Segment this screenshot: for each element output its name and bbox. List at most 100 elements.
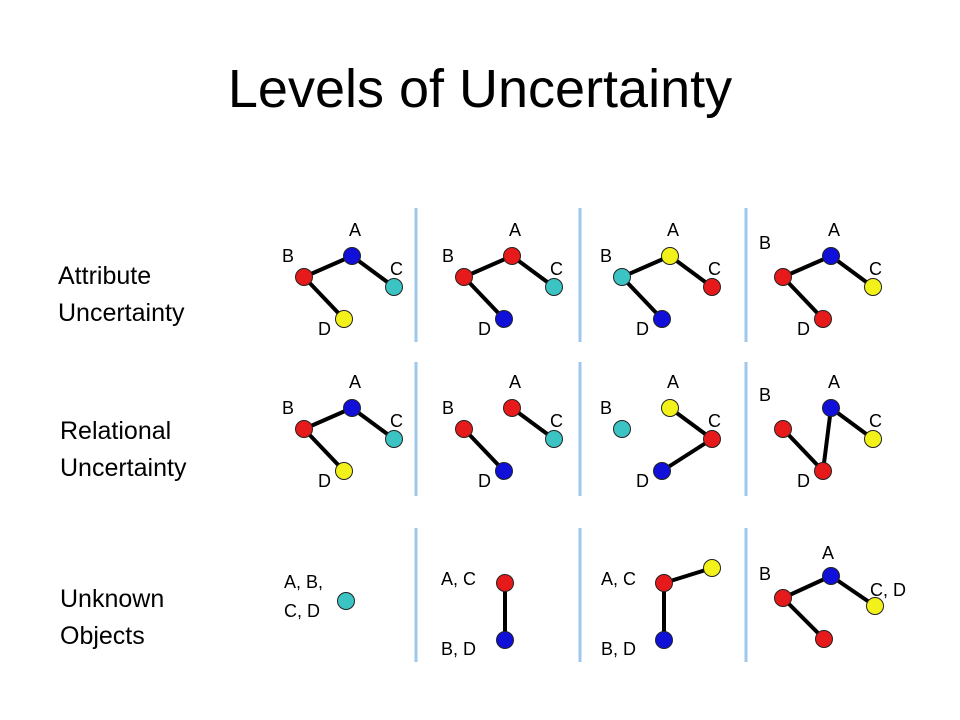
graph-node-a <box>822 247 840 265</box>
node-label-c: C <box>708 411 721 431</box>
node-label-b: B <box>759 564 771 584</box>
graph-node-b <box>774 420 792 438</box>
node-label-b: B <box>759 385 771 405</box>
graph-edge <box>462 275 506 321</box>
graph-node <box>655 631 673 649</box>
graph-node-c <box>864 278 882 296</box>
row-label-line1: Unknown <box>60 585 165 613</box>
graph-node-b <box>295 268 313 286</box>
node-label-b: B <box>600 246 612 266</box>
node-label-a: A <box>509 372 521 392</box>
graph-node <box>703 559 721 577</box>
graph-node-c <box>703 430 721 448</box>
node-label-a: A <box>349 220 361 240</box>
node-label: A, C <box>601 569 636 589</box>
row-label-line2: Uncertainty <box>58 299 185 327</box>
node-label-b: B <box>282 398 294 418</box>
graph-node-cd <box>866 597 884 615</box>
node-label-a: A <box>509 220 521 240</box>
graph-node-b <box>455 420 473 438</box>
node-label-d: D <box>797 319 810 339</box>
graph-node-b <box>613 268 631 286</box>
graph-node-d <box>335 310 353 328</box>
node-label-d: D <box>318 319 331 339</box>
graph-node-d <box>495 310 513 328</box>
row-label-line2: Objects <box>60 622 145 650</box>
graph-node <box>496 574 514 592</box>
node-label-a: A <box>349 372 361 392</box>
node-label-d: D <box>478 471 491 491</box>
row-label-line1: Relational <box>60 417 172 445</box>
node-label-a: A <box>667 220 679 240</box>
node-label-d: D <box>478 319 491 339</box>
graph-edge <box>781 596 826 641</box>
graph-edge <box>781 427 825 473</box>
node-label-c: C <box>550 259 563 279</box>
graph-node-a <box>343 399 361 417</box>
graph-node <box>337 592 355 610</box>
graph-node-d <box>495 462 513 480</box>
graph-node-d <box>335 462 353 480</box>
graph-node-a <box>822 399 840 417</box>
node-label: B, D <box>441 639 476 659</box>
graph-node-d <box>814 462 832 480</box>
graph-node-b <box>774 268 792 286</box>
graph-node-c <box>545 430 563 448</box>
node-label-c: C <box>390 259 403 279</box>
graph-node-b <box>295 420 313 438</box>
graph-node-d <box>814 310 832 328</box>
graph-node-a <box>503 399 521 417</box>
graph-node-a <box>822 567 840 585</box>
node-label-b: B <box>442 398 454 418</box>
graph-edge <box>660 437 714 473</box>
graph-node-c <box>703 278 721 296</box>
row-label-line2: Uncertainty <box>60 454 187 482</box>
graph-node-b <box>613 420 631 438</box>
graph-node-c <box>545 278 563 296</box>
graph-node <box>496 631 514 649</box>
graph-edge <box>821 407 833 472</box>
node-label-c: C <box>869 259 882 279</box>
node-label-cd: C, D <box>870 580 906 600</box>
node-label-c: C <box>390 411 403 431</box>
node-label-b: B <box>759 233 771 253</box>
graph-edge <box>302 275 346 321</box>
node-label-d: D <box>318 471 331 491</box>
row-label-attribute: Attribute Uncertainty <box>58 258 184 332</box>
graph-edge <box>302 427 346 473</box>
row-label-line1: Attribute <box>58 262 152 290</box>
graph-node-a <box>503 247 521 265</box>
node-label: A, C <box>441 569 476 589</box>
graph-node-b <box>455 268 473 286</box>
graph-node-c <box>385 430 403 448</box>
graph-edge <box>462 427 506 473</box>
node-label: B, D <box>601 639 636 659</box>
graph-node-b <box>774 589 792 607</box>
node-label: A, B, <box>284 572 323 592</box>
page-title: Levels of Uncertainty <box>227 59 733 119</box>
row-label-unknown-objects: Unknown Objects <box>60 581 164 655</box>
node-label-d: D <box>797 471 810 491</box>
graph-edge <box>620 275 664 321</box>
node-label-d: D <box>636 319 649 339</box>
graph-node-d <box>653 310 671 328</box>
graph-node <box>815 630 833 648</box>
node-label-a: A <box>828 220 840 240</box>
graph-node-d <box>653 462 671 480</box>
graph-node-a <box>343 247 361 265</box>
graph-node-a <box>661 247 679 265</box>
node-label-b: B <box>282 246 294 266</box>
node-label-a: A <box>828 372 840 392</box>
node-label-a: A <box>822 543 834 563</box>
node-label-d: D <box>636 471 649 491</box>
node-label-c: C <box>869 411 882 431</box>
node-label-c: C <box>708 259 721 279</box>
node-label-b: B <box>600 398 612 418</box>
graph-node <box>655 574 673 592</box>
graph-node-c <box>864 430 882 448</box>
graph-node-a <box>661 399 679 417</box>
node-label: C, D <box>284 601 320 621</box>
graph-edge <box>781 275 825 321</box>
node-label-c: C <box>550 411 563 431</box>
